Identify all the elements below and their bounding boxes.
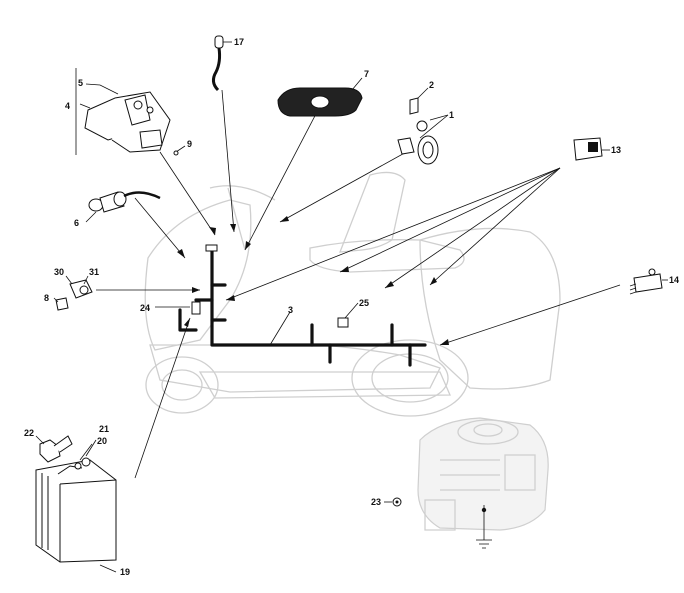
part-1-2-key-switch	[397, 87, 449, 165]
callout-6: 6	[74, 218, 79, 228]
callout-2: 2	[429, 80, 434, 90]
callout-5: 5	[78, 78, 83, 88]
callout-31: 31	[89, 267, 99, 277]
part-17-sensor	[211, 35, 232, 92]
part-13-switch	[573, 137, 610, 161]
part-23-nut	[384, 497, 402, 507]
part-30-31-relay	[53, 275, 93, 311]
callout-25: 25	[359, 298, 369, 308]
callout-22: 22	[24, 428, 34, 438]
part-6-bulb	[85, 191, 161, 223]
callout-19: 19	[120, 567, 130, 577]
callout-24: 24	[140, 303, 150, 313]
wiring-harness	[178, 244, 427, 367]
part-24-connector	[191, 301, 201, 315]
callout-30: 30	[54, 267, 64, 277]
callout-20: 20	[97, 436, 107, 446]
callout-labels: 1 2 3 4 5 6 7 8 9 13 14 17 19 20 21 22 2…	[24, 37, 679, 577]
part-7-panel	[277, 77, 363, 117]
callout-21: 21	[99, 424, 109, 434]
callout-13: 13	[611, 145, 621, 155]
callout-23: 23	[371, 497, 381, 507]
tractor-outline	[144, 171, 561, 417]
part-25-connector	[337, 317, 349, 328]
callout-14: 14	[669, 275, 679, 285]
leader-lines	[96, 89, 621, 479]
callout-8: 8	[44, 293, 49, 303]
callout-17: 17	[234, 37, 244, 47]
callout-3: 3	[288, 305, 293, 315]
part-4-module	[75, 68, 186, 156]
part-19-battery	[35, 435, 117, 573]
engine-outline	[417, 417, 549, 549]
callout-9: 9	[187, 139, 192, 149]
callout-7: 7	[364, 69, 369, 79]
callout-4: 4	[65, 101, 70, 111]
callout-1: 1	[449, 110, 454, 120]
part-14-switch	[629, 268, 668, 295]
